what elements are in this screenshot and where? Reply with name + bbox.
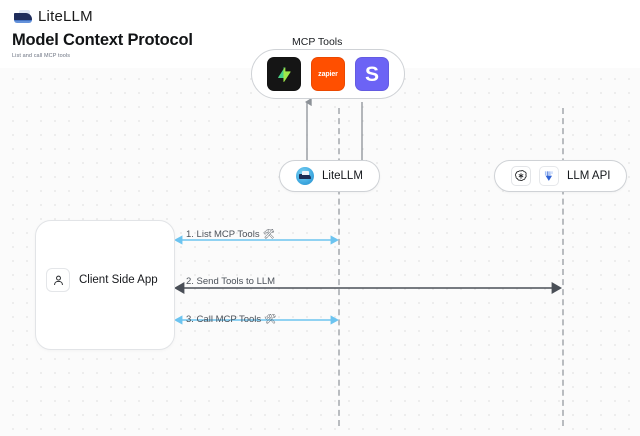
node-llm-api-label: LLM API — [567, 170, 611, 182]
supabase-icon — [277, 66, 291, 82]
message-label-2: 2. Send Tools to LLM — [186, 276, 275, 287]
tools-icon: 🛠 — [262, 229, 275, 240]
brand: LiteLLM — [14, 8, 93, 25]
node-litellm-label: LiteLLM — [322, 170, 363, 182]
brand-name: LiteLLM — [38, 8, 93, 25]
node-llm-api[interactable]: LLM API — [494, 160, 628, 192]
tool-tile-slack[interactable]: S — [355, 57, 389, 91]
client-side-app-content: Client Side App — [46, 268, 158, 292]
zapier-wordmark: zapier — [318, 70, 338, 78]
page-subtitle: List and call MCP tools — [12, 53, 71, 59]
tools-icon: 🛠 — [264, 314, 277, 325]
mcp-tools-title: MCP Tools — [292, 36, 343, 48]
message-3-text: 3. Call MCP Tools — [186, 314, 262, 325]
gemini-icon — [539, 166, 559, 186]
message-label-3: 3. Call MCP Tools 🛠 — [186, 314, 276, 325]
person-icon — [46, 268, 70, 292]
slack-letter: S — [364, 62, 379, 86]
page-title: Model Context Protocol — [12, 31, 193, 49]
tool-tile-supabase[interactable] — [267, 57, 301, 91]
litellm-boat-logo-icon — [14, 9, 32, 24]
openai-icon — [511, 166, 531, 186]
diagram-edges — [173, 97, 563, 325]
lifeline-litellm — [338, 108, 340, 426]
mcp-tools-group[interactable]: zapier S — [251, 49, 405, 99]
message-1-text: 1. List MCP Tools — [186, 229, 260, 240]
message-2-text: 2. Send Tools to LLM — [186, 276, 276, 287]
node-litellm[interactable]: LiteLLM — [279, 160, 380, 192]
tool-tile-zapier[interactable]: zapier — [311, 57, 345, 91]
litellm-avatar-icon — [296, 167, 314, 185]
lifeline-llm-api — [562, 108, 564, 426]
diagram-canvas — [0, 68, 640, 436]
message-label-1: 1. List MCP Tools 🛠 — [186, 229, 275, 240]
client-side-app-label: Client Side App — [79, 274, 158, 286]
